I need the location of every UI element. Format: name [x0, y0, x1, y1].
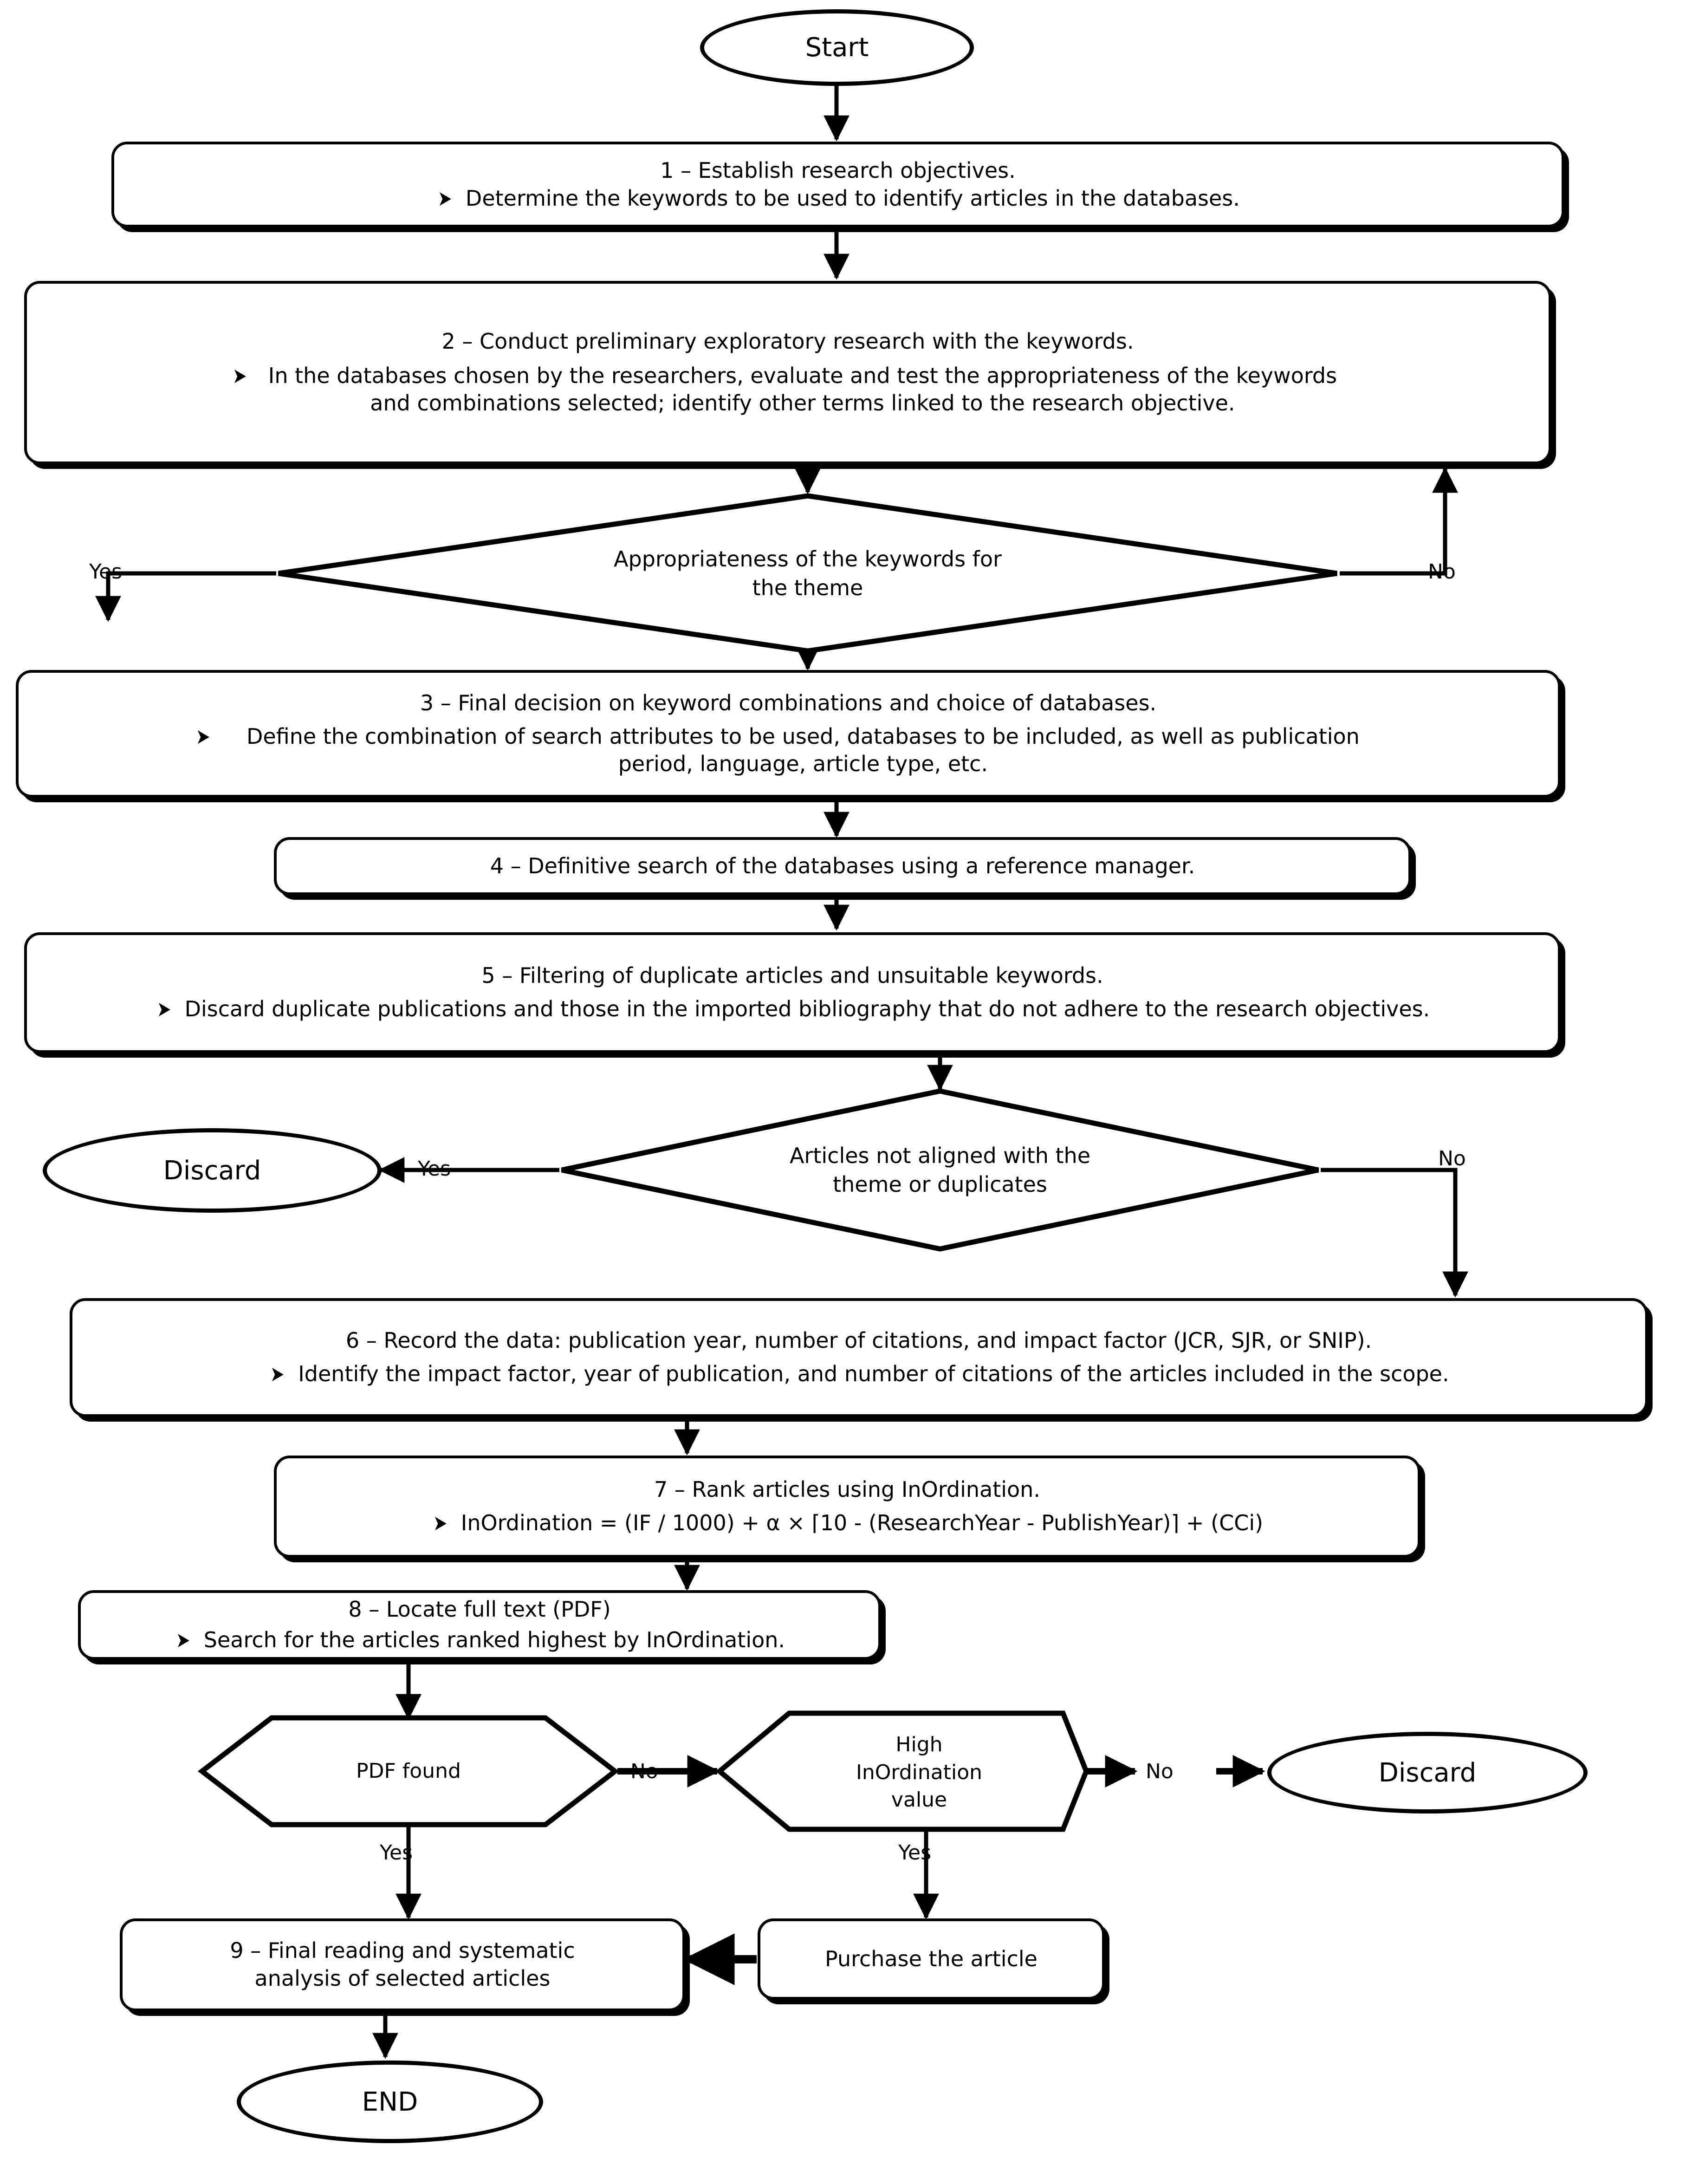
start-label: Start — [805, 32, 869, 63]
step8-bullet-1: Search for the articles ranked highest b… — [203, 1627, 785, 1652]
step5-bullet-row: ➤ Discard duplicate publications and tho… — [126, 995, 1459, 1023]
edge-label-hex1-no: No — [630, 1760, 658, 1783]
bullet-arrow-icon: ➤ — [175, 1627, 190, 1652]
purchase-label: Purchase the article — [825, 1946, 1038, 1971]
step3-bullet-1: Define the combination of search attribu… — [246, 723, 1360, 777]
process-step-7: 7 – Rank articles using InOrdination. ➤ … — [274, 1456, 1420, 1558]
edge-label-decision2-no: No — [1438, 1147, 1466, 1170]
step1-bullet-1: Determine the keywords to be used to ide… — [465, 185, 1240, 211]
step8-bullet-row: ➤ Search for the articles ranked highest… — [96, 1626, 863, 1654]
terminator-discard-1: Discard — [43, 1128, 382, 1213]
edge-label-hex2-yes: Yes — [898, 1841, 932, 1865]
step1-title: 1 – Establish research objectives. — [660, 157, 1016, 183]
decision-hexagon-pdf-found — [197, 1715, 620, 1827]
edge-label-hex2-no: No — [1146, 1760, 1174, 1783]
decision-hexagon-high-inordination — [715, 1710, 1089, 1832]
terminator-start: Start — [700, 9, 974, 86]
step2-bullet-row: ➤ In the databases chosen by the researc… — [231, 362, 1345, 418]
bullet-arrow-icon: ➤ — [156, 996, 171, 1021]
bullet-arrow-icon: ➤ — [195, 723, 210, 749]
step9-line1: 9 – Final reading and systematic — [230, 1938, 575, 1963]
step7-formula: InOrdination = (IF / 1000) + α × ⌈10 - (… — [460, 1510, 1264, 1535]
step8-title: 8 – Locate full text (PDF) — [348, 1597, 611, 1622]
process-step-1: 1 – Establish research objectives. ➤ Det… — [111, 142, 1564, 228]
step5-title: 5 – Filtering of duplicate articles and … — [481, 963, 1103, 988]
process-step-8: 8 – Locate full text (PDF) ➤ Search for … — [78, 1590, 881, 1660]
terminator-end: END — [237, 2060, 543, 2143]
edge-label-decision1-yes: Yes — [89, 560, 123, 584]
process-step-2: 2 – Conduct preliminary exploratory rese… — [24, 281, 1551, 464]
step9-line2: analysis of selected articles — [254, 1966, 551, 1991]
step1-bullet-row: ➤ Determine the keywords to be used to i… — [133, 185, 1543, 213]
step2-title: 2 – Conduct preliminary exploratory rese… — [441, 328, 1134, 354]
edge-label-decision2-yes: Yes — [418, 1157, 451, 1181]
process-step-9: 9 – Final reading and systematic analysi… — [120, 1918, 685, 2011]
discard1-label: Discard — [163, 1155, 261, 1186]
edge-label-hex1-yes: Yes — [380, 1841, 413, 1865]
step3-bullet-row: ➤ Define the combination of search attri… — [194, 723, 1382, 779]
discard2-label: Discard — [1378, 1757, 1477, 1788]
bullet-arrow-icon: ➤ — [270, 1361, 285, 1386]
step2-bullet-1: In the databases chosen by the researche… — [268, 363, 1337, 416]
terminator-discard-2: Discard — [1267, 1732, 1588, 1814]
step3-title: 3 – Final decision on keyword combinatio… — [420, 690, 1157, 715]
process-step-4: 4 – Definitive search of the databases u… — [274, 837, 1411, 895]
step6-title: 6 – Record the data: publication year, n… — [345, 1328, 1372, 1353]
process-step-6: 6 – Record the data: publication year, n… — [70, 1298, 1648, 1417]
process-purchase-article: Purchase the article — [758, 1918, 1105, 2000]
process-step-3: 3 – Final decision on keyword combinatio… — [16, 670, 1561, 798]
decision-diamond-keywords — [278, 493, 1337, 654]
bullet-arrow-icon: ➤ — [437, 185, 452, 211]
bullet-arrow-icon: ➤ — [232, 363, 247, 388]
step6-bullet-1: Identify the impact factor, year of publ… — [298, 1361, 1449, 1386]
step7-title: 7 – Rank articles using InOrdination. — [654, 1477, 1040, 1502]
step5-bullet-1: Discard duplicate publications and those… — [184, 996, 1430, 1021]
step4-title: 4 – Definitive search of the databases u… — [490, 853, 1195, 878]
process-step-5: 5 – Filtering of duplicate articles and … — [24, 932, 1561, 1053]
step6-bullet-row: ➤ Identify the impact factor, year of pu… — [165, 1360, 1553, 1388]
edge-label-decision1-no: No — [1428, 560, 1456, 584]
decision-diamond-articles — [561, 1088, 1319, 1252]
end-label: END — [362, 2086, 418, 2117]
step7-bullet-row: ➤ InOrdination = (IF / 1000) + α × ⌈10 -… — [295, 1509, 1399, 1537]
bullet-arrow-icon: ➤ — [433, 1510, 447, 1535]
